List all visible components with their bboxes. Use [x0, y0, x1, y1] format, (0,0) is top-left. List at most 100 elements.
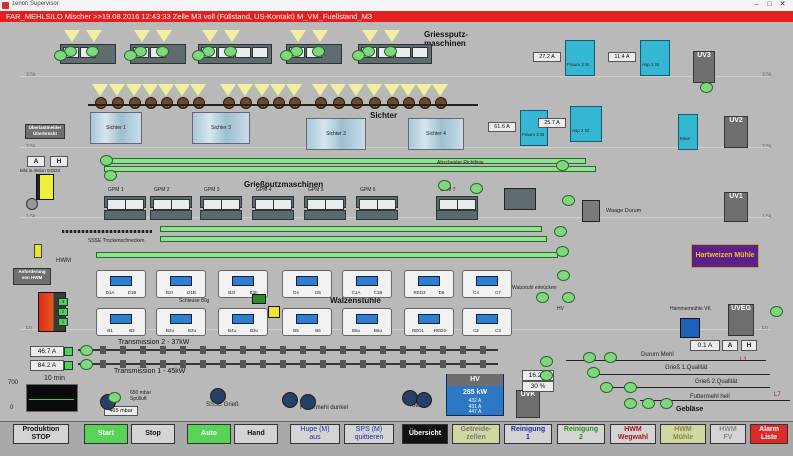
rotary-valve-icon[interactable]: [161, 97, 173, 109]
hv-power-panel[interactable]: HV 285 kW 432 A 431 A 447 A: [446, 374, 504, 416]
motor-icon[interactable]: [562, 195, 575, 206]
uveg-unit[interactable]: UVEG: [728, 304, 754, 336]
rotary-valve-icon[interactable]: [95, 97, 107, 109]
motor-icon[interactable]: [108, 392, 121, 403]
sichter-unit[interactable]: Sichter 3: [306, 118, 366, 150]
fan-icon[interactable]: [300, 394, 316, 410]
hwm-wegwahl-button[interactable]: HWM Wegwahl: [610, 424, 656, 444]
motor-icon[interactable]: [770, 306, 783, 317]
produktion-stop-button[interactable]: Produktion STOP: [13, 424, 69, 444]
motor-icon[interactable]: [557, 270, 570, 281]
motor-icon[interactable]: [540, 356, 553, 367]
motor-icon[interactable]: [100, 155, 113, 166]
motor-icon[interactable]: [280, 50, 293, 61]
rotary-valve-icon[interactable]: [369, 97, 381, 109]
motor-icon[interactable]: [192, 50, 205, 61]
motor-icon[interactable]: [80, 359, 93, 370]
fan-icon[interactable]: [210, 388, 226, 404]
maximize-icon[interactable]: □: [767, 1, 772, 8]
close-icon[interactable]: ✕: [779, 1, 786, 8]
motor-icon[interactable]: [604, 352, 617, 363]
griessputzmaschine[interactable]: [356, 196, 398, 210]
motor-icon[interactable]: [86, 46, 99, 57]
motor-icon[interactable]: [624, 382, 637, 393]
rotary-valve-icon[interactable]: [289, 97, 301, 109]
sps-quittieren-button[interactable]: SPS (M) quittieren: [344, 424, 394, 444]
hupe-aus-button[interactable]: Hupe (M) aus: [290, 424, 340, 444]
motor-icon[interactable]: [80, 345, 93, 356]
griessputzmaschine[interactable]: [150, 196, 192, 210]
motor-icon[interactable]: [556, 246, 569, 257]
fan-icon[interactable]: [282, 392, 298, 408]
motor-icon[interactable]: [536, 292, 549, 303]
griessputzmaschine[interactable]: [104, 196, 146, 210]
start-button[interactable]: Start: [84, 424, 128, 444]
alarm-line[interactable]: FAR_MEHLSILO Mischer >>19.08.2016 12:43:…: [0, 11, 793, 22]
hand-button[interactable]: Hand: [234, 424, 278, 444]
rotary-valve-icon[interactable]: [273, 97, 285, 109]
motor-icon[interactable]: [224, 46, 237, 57]
silo-unit[interactable]: [570, 106, 602, 142]
stop-button[interactable]: Stop: [131, 424, 175, 444]
uvk-unit[interactable]: UVK: [516, 390, 540, 418]
reinigung-2-button[interactable]: Reinigung 2: [557, 424, 605, 444]
rotary-valve-icon[interactable]: [129, 97, 141, 109]
rotary-valve-icon[interactable]: [333, 97, 345, 109]
hammermuehle-icon[interactable]: [680, 318, 700, 338]
uebersicht-button[interactable]: Übersicht: [402, 424, 448, 444]
silo-unit[interactable]: [640, 40, 670, 76]
motor-icon[interactable]: [352, 50, 365, 61]
motor-icon[interactable]: [562, 292, 575, 303]
rotary-valve-icon[interactable]: [257, 97, 269, 109]
griessputzmaschine[interactable]: [200, 196, 242, 210]
motor-icon[interactable]: [104, 170, 117, 181]
auto-mode-button[interactable]: A: [27, 156, 45, 167]
motor-icon[interactable]: [583, 352, 596, 363]
motor-icon[interactable]: [700, 82, 713, 93]
motor-icon[interactable]: [642, 398, 655, 409]
rotary-valve-icon[interactable]: [240, 97, 252, 109]
griessputzmaschine[interactable]: [252, 196, 294, 210]
fan-icon[interactable]: [416, 392, 432, 408]
griessputzmaschine[interactable]: [304, 196, 346, 210]
ueberlast-button[interactable]: Überlastmelder Überbrückt: [25, 124, 65, 139]
motor-icon[interactable]: [54, 50, 67, 61]
hand-mode-button-right[interactable]: H: [741, 340, 757, 351]
pressure-trend-chart[interactable]: [26, 384, 78, 412]
motor-icon[interactable]: [156, 46, 169, 57]
motor-icon[interactable]: [554, 226, 567, 237]
rotary-valve-icon[interactable]: [351, 97, 363, 109]
bran-finisher-unit[interactable]: [504, 188, 536, 210]
uv1-unit[interactable]: UV1: [724, 192, 748, 222]
auto-button[interactable]: Auto: [187, 424, 231, 444]
motor-icon[interactable]: [587, 367, 600, 378]
motor-icon[interactable]: [384, 46, 397, 57]
reinigung-1-button[interactable]: Reinigung 1: [504, 424, 552, 444]
weigher-icon[interactable]: [582, 200, 600, 222]
minimize-icon[interactable]: –: [754, 1, 759, 8]
hartweizen-muehle-button[interactable]: Hartweizen Mühle: [691, 244, 759, 268]
rotary-valve-icon[interactable]: [112, 97, 124, 109]
schleuse-indicator[interactable]: [252, 294, 266, 304]
sichter-unit[interactable]: Sichter 3: [192, 112, 250, 144]
motor-icon[interactable]: [312, 46, 325, 57]
uv2-unit[interactable]: UV2: [724, 116, 748, 148]
anforderung-hwm-button[interactable]: Anforderung von HWM: [13, 268, 51, 285]
motor-icon[interactable]: [124, 50, 137, 61]
motor-icon[interactable]: [600, 382, 613, 393]
rotary-valve-icon[interactable]: [419, 97, 431, 109]
schleuse-valve-icon[interactable]: [268, 306, 280, 318]
